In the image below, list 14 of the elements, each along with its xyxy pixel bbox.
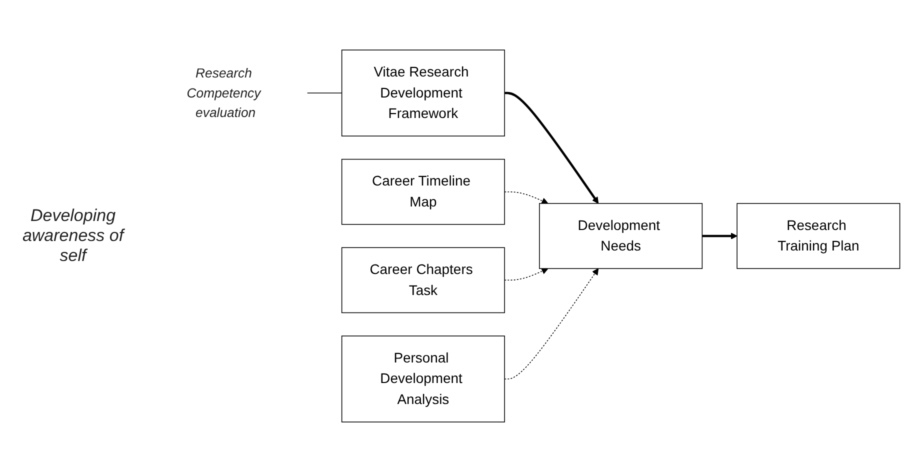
arrow [504, 268, 599, 380]
connector [306, 92, 342, 94]
arrow [504, 268, 548, 281]
arrow [504, 92, 599, 204]
node-box: Career Timeline Map [341, 158, 505, 225]
node-text: Research Competency evaluation [186, 66, 261, 120]
node-box: Personal Development Analysis [341, 336, 505, 422]
arrow [504, 191, 548, 204]
node-box: Vitae Research Development Framework [341, 50, 505, 136]
node-box: Research Training Plan [736, 203, 900, 269]
node-box: Development Needs [539, 203, 703, 269]
node-box: Career Chapters Task [341, 247, 505, 314]
side-note: Developing awareness of self [21, 206, 126, 266]
arrow [702, 232, 738, 240]
